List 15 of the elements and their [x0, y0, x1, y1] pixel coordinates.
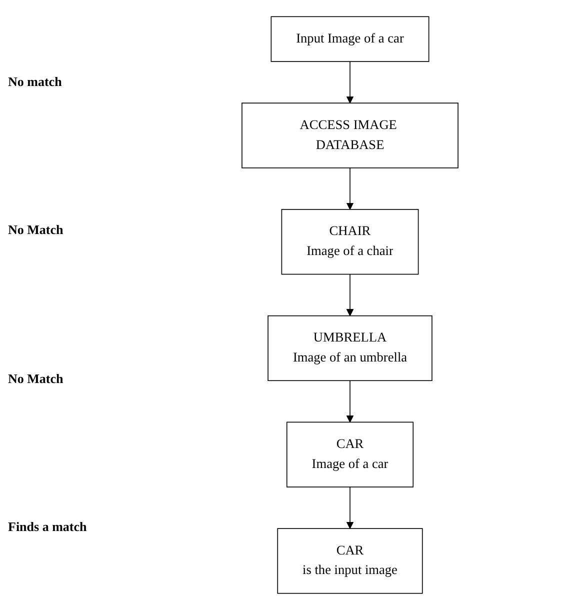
note-text: Finds a match [8, 518, 88, 535]
node-box: CHAIR Image of a chair [280, 208, 418, 274]
note-text: No Match [8, 222, 64, 238]
note-text: No match [8, 74, 63, 90]
arrow [346, 60, 354, 103]
node-box: Input Image of a car [270, 16, 429, 62]
node-box: ACCESS IMAGE DATABASE [241, 102, 458, 168]
arrow [346, 273, 354, 316]
node-box: CAR is the input image [276, 528, 422, 594]
arrow [346, 166, 354, 210]
arrow [346, 486, 354, 528]
arrow [346, 380, 354, 422]
node-box: UMBRELLA Image of an umbrella [267, 314, 432, 381]
node-box: CAR Image of a car [286, 421, 414, 487]
note-text: No Match [8, 370, 64, 387]
